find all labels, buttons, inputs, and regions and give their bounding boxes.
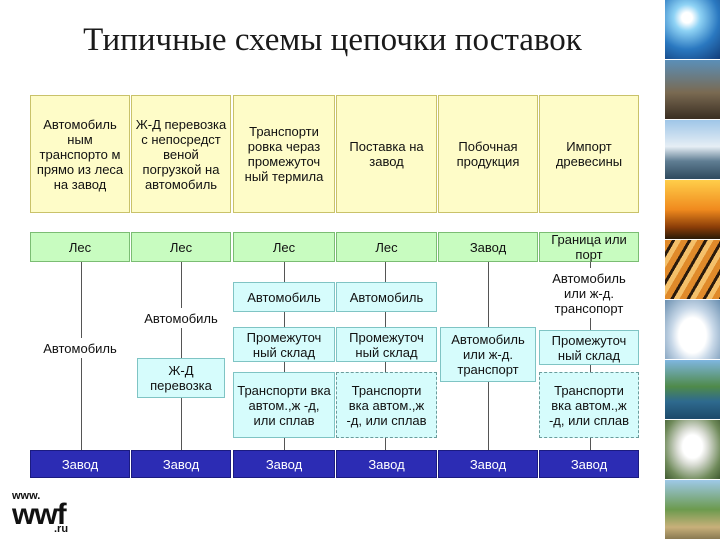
destination-plant-6: Завод	[539, 450, 639, 478]
col3-intermediate-warehouse: Промежуточ ный склад	[233, 327, 335, 362]
mountains-image	[665, 120, 720, 180]
logo-www: www.	[12, 490, 41, 502]
col3-transport-truck: Автомобиль	[233, 282, 335, 312]
col2-transport-truck: Автомобиль	[131, 308, 231, 328]
wwf-logo[interactable]: www. wwf .ru	[12, 490, 82, 536]
logo-ru: .ru	[54, 523, 69, 535]
destination-plant-4: Завод	[336, 450, 437, 478]
col1-transport-truck: Автомобиль	[30, 338, 130, 358]
nature-photo-strip	[665, 0, 720, 540]
destination-plant-2: Завод	[131, 450, 231, 478]
col6-onward-transport: Транспорти вка автом.,ж -д, или сплав	[539, 372, 639, 438]
lake-image	[665, 360, 720, 420]
source-plant-5: Завод	[438, 232, 538, 262]
header-timber-import: Импорт древесины	[539, 95, 639, 213]
col2-rail-transport: Ж-Д перевозка	[137, 358, 225, 398]
col4-onward-transport: Транспорти вка автом.,ж -д, или сплав	[336, 372, 437, 438]
col6-transport-truck-or-rail: Автомобиль или ж-д. трансопорт	[539, 268, 639, 318]
snowy-tree-image	[665, 300, 720, 360]
page-title: Типичные схемы цепочки поставок	[83, 22, 582, 58]
header-delivery-to-plant: Поставка на завод	[336, 95, 437, 213]
stork-image	[665, 420, 720, 480]
sun-over-clouds-image	[665, 0, 720, 60]
source-forest-2: Лес	[131, 232, 231, 262]
source-forest-4: Лес	[336, 232, 437, 262]
tiger-image	[665, 240, 720, 300]
header-via-terminal: Транспорти ровка чераз промежуточ ный те…	[233, 95, 335, 213]
col3-onward-transport: Транспорти вка автом.,ж -д, или сплав	[233, 372, 335, 438]
header-by-products: Побочная продукция	[438, 95, 538, 213]
sunset-reeds-image	[665, 180, 720, 240]
col5-transport-truck-or-rail: Автомобиль или ж-д. транспорт	[440, 327, 536, 382]
col6-intermediate-warehouse: Промежуточ ный склад	[539, 330, 639, 365]
logo-wwf: wwf	[12, 498, 67, 531]
destination-plant-1: Завод	[30, 450, 130, 478]
connector-line-col2	[181, 260, 182, 452]
source-forest-3: Лес	[233, 232, 335, 262]
header-direct-truck: Автомобиль ным транспорто м прямо из лес…	[30, 95, 130, 213]
header-rail-to-truck: Ж-Д перевозка с непосредст веной погрузк…	[131, 95, 231, 213]
col4-transport-truck: Автомобиль	[336, 282, 437, 312]
destination-plant-3: Завод	[233, 450, 335, 478]
source-border-or-port: Граница или порт	[539, 232, 639, 262]
source-forest-1: Лес	[30, 232, 130, 262]
wolf-image	[665, 60, 720, 120]
col4-intermediate-warehouse: Промежуточ ный склад	[336, 327, 437, 362]
palms-image	[665, 480, 720, 540]
destination-plant-5: Завод	[438, 450, 538, 478]
